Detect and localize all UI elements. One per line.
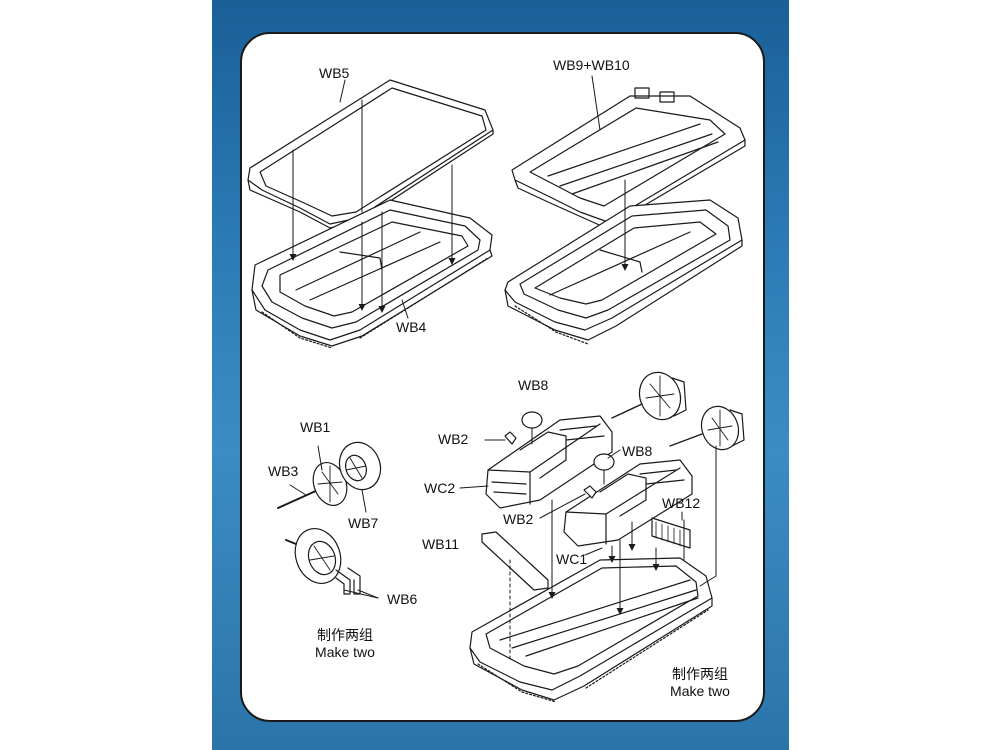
wb5-to-wb4-arrows — [289, 99, 456, 313]
note-right-cn: 制作两组 — [672, 666, 728, 682]
fan-assembly-top — [277, 441, 382, 513]
label-wb7: WB7 — [348, 515, 379, 531]
label-wb8-right: WB8 — [622, 443, 653, 459]
right-hull-frame — [504, 199, 743, 345]
label-wb11: WB11 — [422, 536, 460, 552]
wc1-engine-block — [539, 449, 693, 556]
lower-hull — [469, 557, 713, 703]
note-make-two-left: 制作两组 Make two — [295, 627, 395, 661]
label-wb1: WB1 — [300, 419, 331, 435]
wb5-top-deck — [247, 79, 494, 229]
label-wb3: WB3 — [268, 463, 299, 479]
label-wb5: WB5 — [319, 65, 350, 81]
fan-assembly-bottom — [285, 528, 379, 599]
wb4-hull-frame — [251, 199, 493, 349]
label-wc2: WC2 — [424, 480, 456, 496]
wb4-leader — [401, 299, 409, 319]
note-make-two-right: 制作两组 Make two — [655, 666, 745, 700]
label-wb6: WB6 — [387, 591, 418, 607]
label-wb2-bottom: WB2 — [503, 511, 534, 527]
note-left-en: Make two — [315, 643, 375, 660]
note-right-en: Make two — [670, 682, 730, 699]
label-wb2-top: WB2 — [438, 431, 469, 447]
wb5-leader — [339, 79, 346, 103]
wc2-engine-block — [459, 411, 613, 509]
wb9-leader — [591, 75, 601, 131]
lower-assembly-arrows — [509, 445, 717, 661]
label-wb4: WB4 — [396, 319, 427, 335]
wb12-grille — [651, 511, 691, 549]
wb9-wb10-deck — [511, 87, 746, 229]
label-wc1: WC1 — [556, 551, 588, 567]
label-wb12: WB12 — [662, 495, 701, 511]
label-wb8-top: WB8 — [518, 377, 549, 393]
note-left-cn: 制作两组 — [317, 627, 373, 643]
fan-upper-right — [611, 371, 687, 421]
fan-right — [669, 405, 745, 451]
label-wb9-wb10: WB9+WB10 — [553, 57, 630, 73]
